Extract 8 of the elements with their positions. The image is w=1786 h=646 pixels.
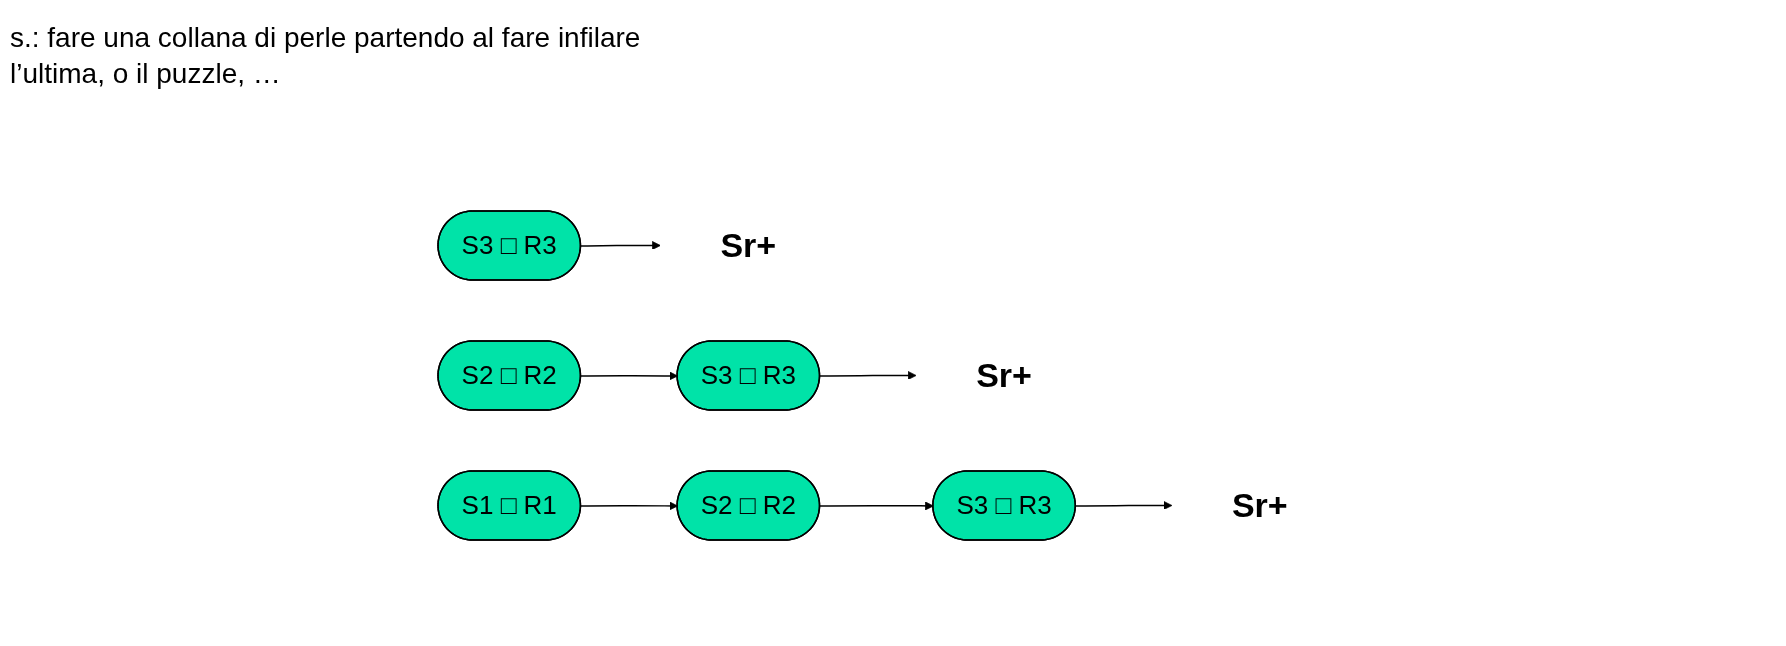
arrow (819, 501, 934, 510)
arrow (580, 240, 661, 250)
arrow (819, 370, 917, 380)
arrow (1075, 500, 1173, 510)
node-text: Sr+ (976, 355, 1033, 394)
node-text: Sr+ (720, 225, 777, 264)
note-text: s.: fare una collana di perle partendo al fare infilare l’ultima, o il puzzle, … (10, 21, 642, 92)
node-text: Sr+ (1232, 485, 1288, 524)
